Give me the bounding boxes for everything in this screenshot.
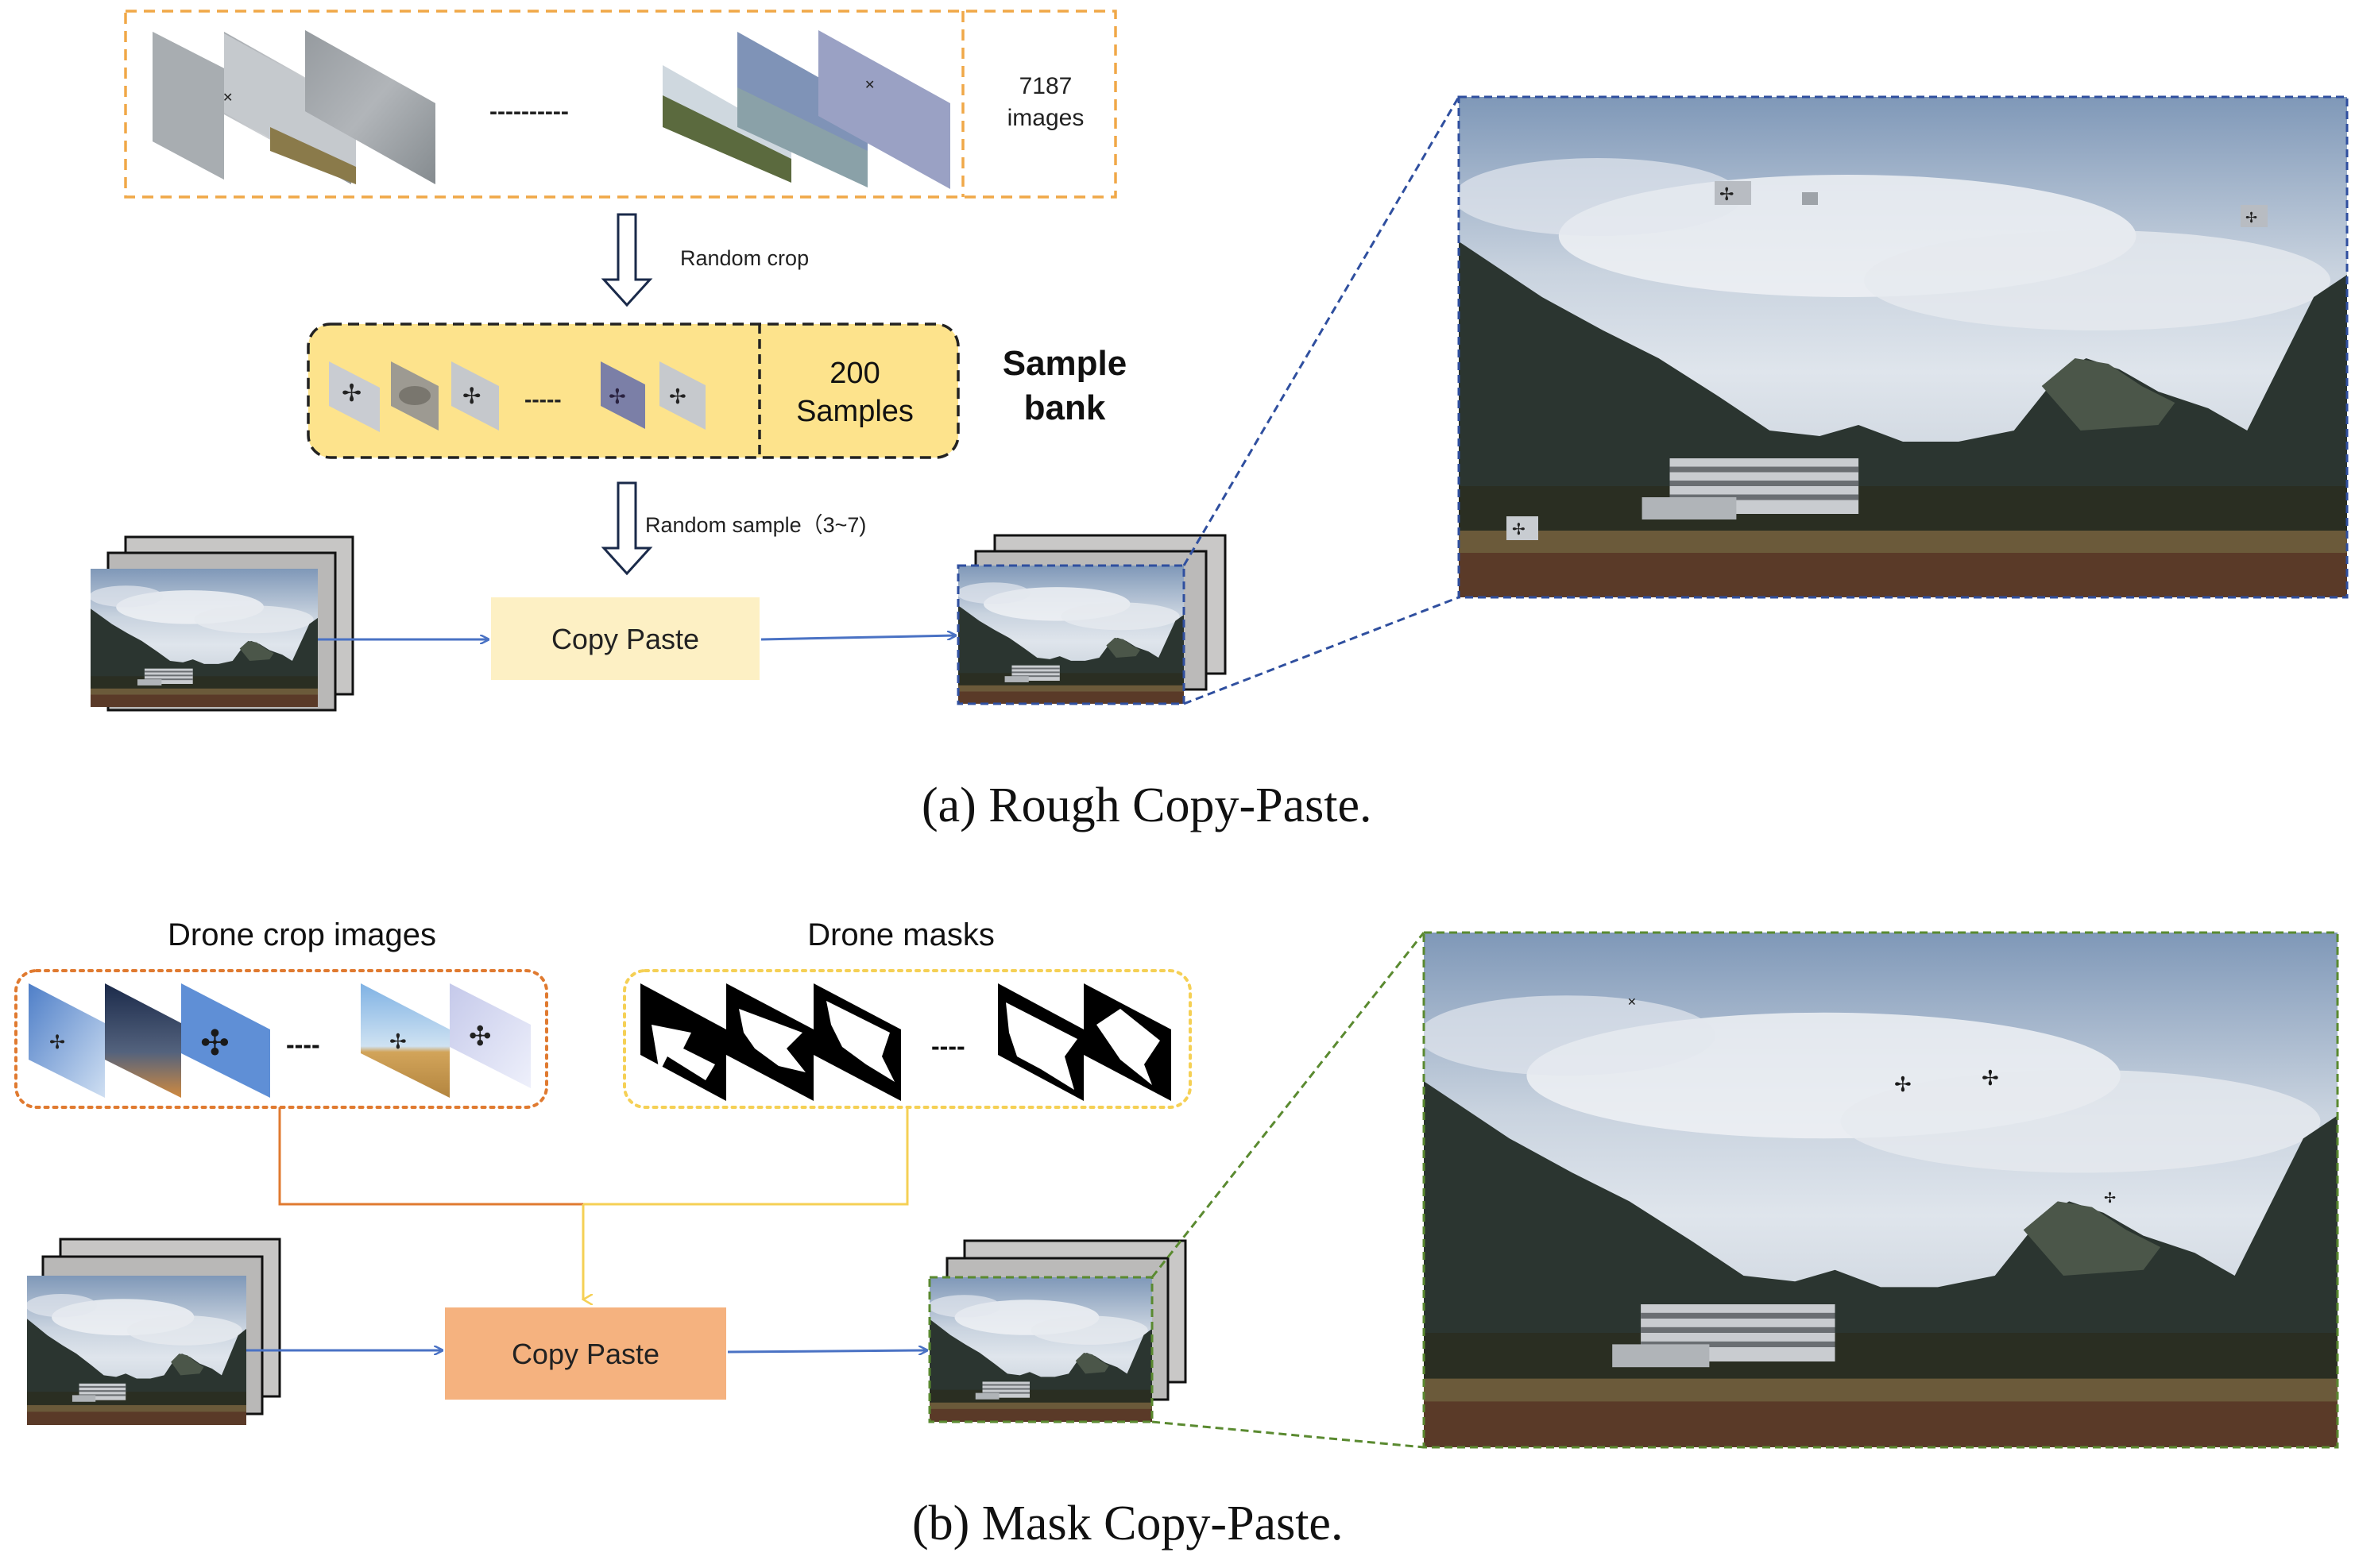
mask-group-title: Drone masks <box>807 917 995 952</box>
svg-text:✢: ✢ <box>389 1029 407 1053</box>
svg-text:✢: ✢ <box>1719 184 1734 204</box>
random-crop-label: Random crop <box>680 246 809 270</box>
caption-b: (b) Mask Copy-Paste. <box>912 1497 1343 1551</box>
copy-paste-box-b <box>445 1307 726 1400</box>
random-sample-arrow <box>601 481 653 576</box>
svg-text:✣: ✣ <box>469 1022 492 1052</box>
zoom-connector-bottom <box>1183 596 1460 705</box>
sample-bank-count-unit: Samples <box>796 395 914 428</box>
dataset-ellipsis: ---------- <box>489 98 569 125</box>
crop-connector <box>278 1107 583 1206</box>
copy-paste-label-b: Copy Paste <box>512 1338 659 1370</box>
svg-text:✢: ✢ <box>1894 1072 1912 1096</box>
zoom-connector-top <box>1182 96 1460 566</box>
dataset-count-unit: images <box>1007 105 1085 131</box>
svg-text:✢: ✢ <box>2245 210 2257 226</box>
svg-text:✢: ✢ <box>2104 1190 2116 1206</box>
process-to-output-arrow-b <box>727 1350 926 1352</box>
crop-ellipsis: ---- <box>286 1030 320 1059</box>
svg-text:✕: ✕ <box>1627 995 1637 1008</box>
dataset-count-number: 7187 <box>1019 73 1073 99</box>
sample-bank-thumbnails: ✢ ✢ ✢ ✢ <box>329 361 706 432</box>
mask-ellipsis: ---- <box>931 1032 965 1060</box>
rough-result-zoom-image: ✢ ✢ ✢ <box>1457 95 2349 599</box>
input-image-stack <box>91 535 354 712</box>
mask-copy-paste-panel: Drone crop images ✢ ✣ ✢ ✣ ---- Drone mas… <box>14 917 2339 1551</box>
sample-bank-ellipsis: ----- <box>524 387 562 411</box>
svg-text:✢: ✢ <box>462 384 481 408</box>
rough-copy-paste-panel: ✕ ✕ ---------- 7187 images Random crop ✢… <box>91 10 2349 832</box>
dataset-frame <box>124 10 1117 199</box>
svg-text:✕: ✕ <box>864 79 875 92</box>
svg-text:✢: ✢ <box>342 380 362 407</box>
sample-bank-title-line1: Sample <box>1003 344 1127 383</box>
svg-text:✢: ✢ <box>49 1032 65 1053</box>
copy-paste-label: Copy Paste <box>551 623 699 655</box>
sample-bank-count-number: 200 <box>829 357 880 390</box>
random-sample-label: Random sample（3~7) <box>645 513 866 537</box>
copy-paste-box <box>491 597 760 680</box>
svg-text:✢: ✢ <box>669 384 686 408</box>
random-crop-arrow <box>601 213 653 307</box>
output-image-stack <box>957 534 1227 705</box>
svg-text:✣: ✣ <box>200 1024 230 1063</box>
input-image-stack-b <box>27 1238 281 1425</box>
output-image-stack-b <box>928 1239 1187 1423</box>
svg-text:✢: ✢ <box>609 384 626 408</box>
sample-bank-title-line2: bank <box>1024 388 1106 427</box>
mask-result-zoom-image: ✢ ✢ ✢ ✕ <box>1422 931 2339 1449</box>
caption-a: (a) Rough Copy-Paste. <box>922 778 1372 832</box>
zoom-connector-bottom-b <box>1151 1420 1425 1449</box>
svg-text:✢: ✢ <box>1982 1066 1999 1090</box>
zoom-connector-top-b <box>1150 932 1425 1278</box>
drone-crop-thumbnails: ✢ ✣ ✢ ✣ <box>29 983 531 1098</box>
svg-text:✢: ✢ <box>1512 521 1526 539</box>
process-to-output-arrow <box>760 635 955 641</box>
mask-connector <box>583 1107 909 1206</box>
svg-text:✕: ✕ <box>222 91 233 105</box>
drone-mask-thumbnails <box>640 983 1171 1101</box>
crop-group-title: Drone crop images <box>168 917 436 952</box>
dataset-image-thumbnails: ✕ ✕ <box>153 30 950 189</box>
crop-group-frame <box>14 969 548 1109</box>
